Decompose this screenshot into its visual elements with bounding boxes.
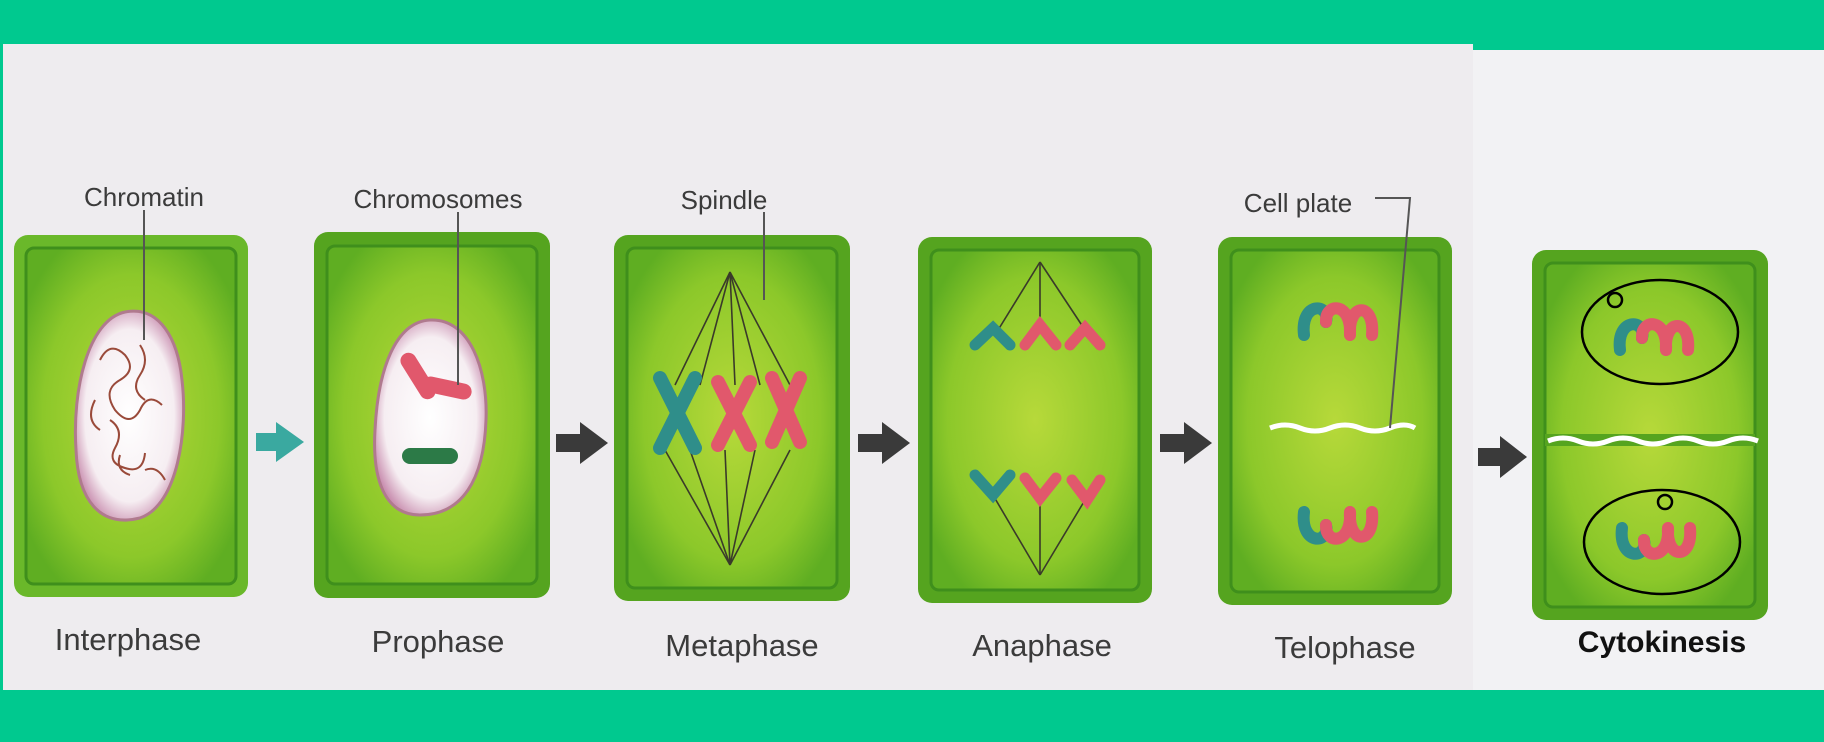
- callout-chromosomes: Chromosomes: [353, 184, 522, 214]
- cell-metaphase: [614, 212, 850, 601]
- stage-label-cytokinesis: Cytokinesis: [1578, 626, 1746, 659]
- cell-prophase: [314, 212, 550, 598]
- stage-label-anaphase: Anaphase: [972, 628, 1112, 663]
- callout-chromatin: Chromatin: [84, 182, 204, 212]
- cell-telophase: [1218, 198, 1452, 605]
- arrow-4: [1160, 422, 1212, 464]
- stage-label-prophase: Prophase: [372, 624, 505, 659]
- cell-interphase: [14, 210, 248, 597]
- chromosome-green: [402, 448, 458, 464]
- callout-cell-plate: Cell plate: [1244, 188, 1352, 218]
- cell-cytokinesis: [1532, 250, 1768, 620]
- arrow-1: [256, 422, 304, 462]
- callout-spindle: Spindle: [681, 185, 768, 215]
- arrow-3: [858, 422, 910, 464]
- stage-label-metaphase: Metaphase: [665, 628, 818, 663]
- cell-interior: [931, 250, 1139, 590]
- stage-label-telophase: Telophase: [1274, 630, 1415, 665]
- nucleus: [375, 320, 487, 515]
- arrow-5: [1478, 436, 1527, 478]
- arrow-2: [556, 422, 608, 464]
- cell-anaphase: [918, 237, 1152, 603]
- stage-label-interphase: Interphase: [55, 622, 202, 657]
